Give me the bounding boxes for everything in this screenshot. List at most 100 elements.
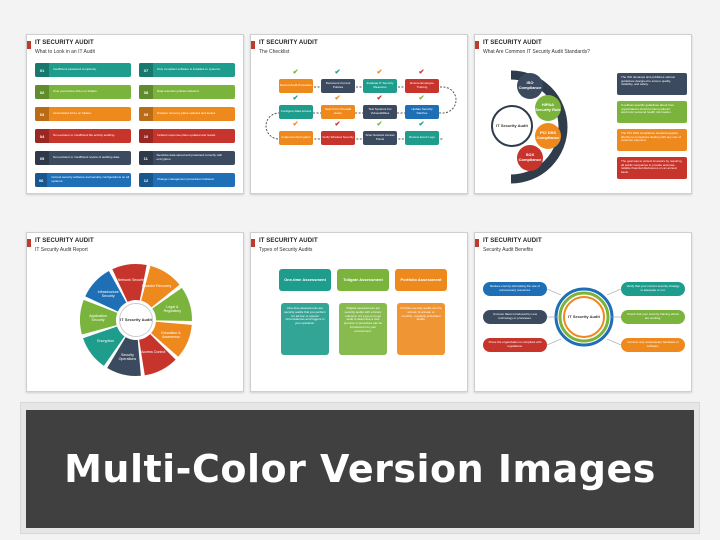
benefit-item-right: Check that your security training effort… — [621, 310, 685, 324]
audit-type-header: Portfolio Assessment — [395, 269, 447, 291]
report-wheel-label: Application Security — [89, 314, 107, 323]
audit-point-number: 11 — [139, 151, 153, 165]
audit-point-number: 06 — [35, 173, 48, 187]
check-icon: ✔ — [376, 121, 383, 128]
check-icon: ✔ — [292, 121, 299, 128]
audit-point-row: 02 Over permissive ACLs on folders. — [35, 85, 131, 99]
checklist-step: Document Current Policies — [321, 79, 355, 93]
report-wheel-label: Legal & Regulatory — [163, 304, 182, 314]
audit-point-row: 12 Change management procedures followed. — [139, 173, 235, 187]
slide-what-to-look[interactable]: IT SECURITY AUDIT What to Look in an IT … — [26, 34, 244, 194]
banner: Multi-Color Version Images — [26, 410, 694, 528]
report-wheel-label: Security Operations — [118, 353, 137, 362]
check-icon: ✔ — [334, 95, 341, 102]
slide-subtitle: Security Audit Benefits — [483, 247, 534, 253]
audit-point-text: Non-existent or insufficient file activi… — [53, 133, 116, 138]
report-wheel-label: Education & Awareness — [161, 330, 181, 340]
check-icon: ✔ — [418, 95, 425, 102]
check-icon: ✔ — [376, 69, 383, 76]
audit-point-number: 01 — [35, 63, 49, 77]
center-circle: IT Security Audit — [568, 301, 600, 333]
banner-title: Multi-Color Version Images — [64, 447, 656, 491]
checklist-step: Ensure Employee Training — [405, 79, 439, 93]
audit-type-header: One-time Assessment — [279, 269, 331, 291]
standard-bubble: ISO Compliance — [517, 73, 543, 99]
audit-point-number: 07 — [139, 63, 153, 77]
audit-point-text: Disaster recovery plans updated and test… — [157, 111, 216, 116]
checklist-step: Evaluate IT Security Measures — [363, 79, 397, 93]
slide-title: IT SECURITY AUDIT — [483, 238, 542, 244]
benefit-item-left: Uncover flaws introduced by new technolo… — [483, 310, 547, 324]
audit-point-text: Data retention policies followed. — [157, 89, 200, 94]
report-wheel — [80, 264, 192, 376]
slide-checklist[interactable]: IT SECURITY AUDIT The Checklist ✔Record … — [250, 34, 468, 194]
benefit-item-left: Reduce cost by eliminating the use of un… — [483, 282, 547, 296]
slide-title: IT SECURITY AUDIT — [259, 238, 318, 244]
checklist-step: Scan Network Access Points — [363, 131, 397, 145]
standard-description: It outlines specific guidelines about ho… — [617, 101, 687, 123]
slide-accent-bar — [27, 41, 31, 49]
report-wheel-petal — [83, 326, 125, 366]
slide-types[interactable]: IT SECURITY AUDIT Types of Security Audi… — [250, 232, 468, 392]
slide-title: IT SECURITY AUDIT — [259, 40, 318, 46]
audit-point-text: Over permissive ACLs on folders. — [53, 89, 98, 94]
audit-type-body: One-time assessments are security audits… — [281, 303, 329, 355]
benefit-item-right: Verify that your current security strate… — [621, 282, 685, 296]
standard-description: The goal was to protect investors by req… — [617, 157, 687, 179]
benefit-item-right: Uncover any unnecessary hardware or soft… — [621, 338, 685, 352]
audit-type-body: Portfolio security audits are the annual… — [397, 303, 445, 355]
slide-accent-bar — [251, 41, 255, 49]
checklist-step: Update Security Patches — [405, 105, 439, 119]
slide-accent-bar — [475, 41, 479, 49]
standard-description: The PCI DSS compliance standard applies … — [617, 129, 687, 151]
slide-title: IT SECURITY AUDIT — [35, 238, 94, 244]
audit-point-row: 04 Non-existent or insufficient file acti… — [35, 129, 131, 143]
audit-point-number: 05 — [35, 151, 49, 165]
audit-point-text: Change management procedures followed. — [157, 177, 215, 182]
audit-point-number: 02 — [35, 85, 49, 99]
standard-description: The ISO develops and publishes various g… — [617, 73, 687, 95]
checklist-step: Record Audit Procedure — [279, 79, 313, 93]
report-wheel-petal — [107, 337, 141, 376]
check-icon: ✔ — [418, 69, 425, 76]
check-icon: ✔ — [376, 95, 383, 102]
standard-bubble: SOX Compliance — [517, 145, 543, 171]
check-icon: ✔ — [334, 121, 341, 128]
slide-subtitle: IT Security Audit Report — [35, 247, 88, 253]
audit-point-text: Only compliant software is installed on … — [157, 67, 221, 72]
audit-point-text: Inconsistent ACLs on folders. — [53, 111, 92, 116]
slide-benefits[interactable]: IT SECURITY AUDIT Security Audit Benefit… — [474, 232, 692, 392]
audit-point-text: Sensitive data stored and protected corr… — [156, 153, 223, 161]
checklist-step: Configure Data Access — [279, 105, 313, 119]
standard-bubble: HIPAA Security Rule — [535, 95, 561, 121]
slide-report[interactable]: IT SECURITY AUDIT IT Security Audit Repo… — [26, 232, 244, 392]
audit-point-number: 04 — [35, 129, 49, 143]
checklist-step: Verify Wireless Security — [321, 131, 355, 145]
slide-subtitle: What Are Common IT Security Audit Standa… — [483, 49, 590, 55]
report-wheel-petal — [151, 321, 192, 357]
report-wheel-petal — [152, 287, 192, 321]
check-icon: ✔ — [292, 69, 299, 76]
audit-type-body: Tollgate assessments are security audits… — [339, 303, 387, 355]
audit-point-number: 12 — [139, 173, 153, 187]
center-circle: IT Security Audit — [119, 303, 153, 337]
report-wheel-label: Encryption — [97, 338, 115, 343]
audit-point-text: Insufficient password complexity. — [53, 67, 97, 72]
slide-standards[interactable]: IT SECURITY AUDIT What Are Common IT Sec… — [474, 34, 692, 194]
report-wheel-label: Access Control — [141, 349, 166, 354]
report-wheel-petal — [85, 271, 127, 312]
audit-point-row: 07 Only compliant software is installed o… — [139, 63, 235, 77]
report-wheel-petal — [112, 264, 147, 302]
slide-accent-bar — [251, 239, 255, 247]
checklist-step: Test Systems For Vulnerabilities — [363, 105, 397, 119]
slide-title: IT SECURITY AUDIT — [35, 40, 94, 46]
checklist-step: Implement Encryption — [279, 131, 313, 145]
check-icon: ✔ — [334, 69, 341, 76]
